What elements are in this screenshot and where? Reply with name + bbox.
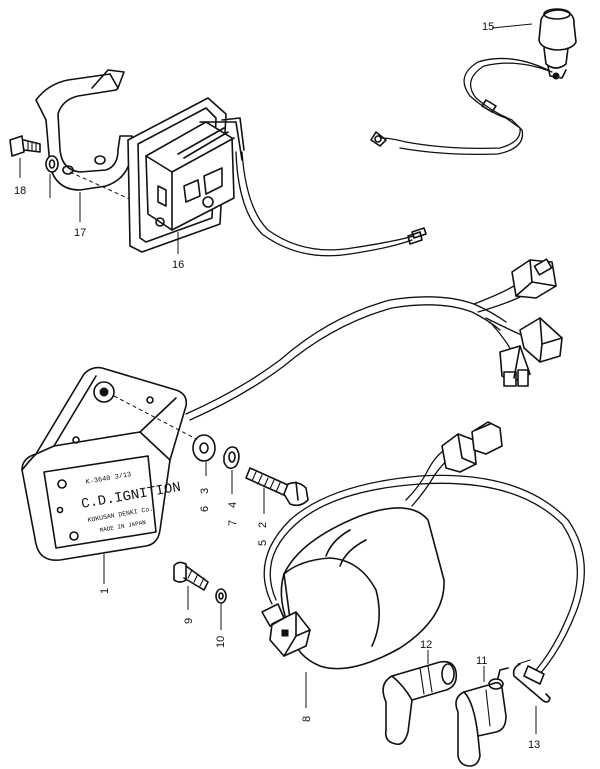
- callout-4: 4: [227, 502, 239, 508]
- callout-10: 10: [215, 636, 227, 648]
- switch-assembly: [370, 8, 577, 156]
- callout-17: 18: [14, 185, 26, 197]
- leader-lines: [19, 23, 537, 734]
- callout-16: 17: [74, 227, 86, 239]
- cdi-harness: [185, 258, 563, 421]
- callout-15: 16: [172, 259, 184, 271]
- callout-14: 15: [482, 21, 494, 33]
- clip-13: [512, 659, 551, 703]
- callout-6: 6: [199, 506, 211, 512]
- callout-13: 13: [528, 739, 540, 751]
- callout-numbers: 18 17 16 15 1 3 6 4 7 2 5 9 10 8 12 11 1…: [14, 21, 540, 751]
- cdi-unit: K-3640 3/13 C.D.IGNITION KOKUSAN DENKI C…: [21, 366, 199, 561]
- callout-2: 2: [257, 522, 269, 528]
- lock-washer: [223, 446, 240, 470]
- bolt: [245, 467, 309, 507]
- callout-1: 1: [99, 588, 111, 594]
- screw-17: [9, 135, 41, 157]
- washer-10: [215, 588, 227, 604]
- regulator-unit: [127, 97, 427, 257]
- ignition-coil: [261, 421, 585, 685]
- callout-3: 3: [199, 488, 211, 494]
- callout-7: 7: [227, 520, 239, 526]
- callout-12: 12: [420, 639, 432, 651]
- callout-8: 8: [301, 716, 313, 722]
- flat-washer: [192, 434, 216, 462]
- mounting-bracket: [35, 69, 137, 203]
- screw-9: [173, 561, 209, 591]
- callout-9: 9: [183, 618, 195, 624]
- plug-cap-11: [455, 667, 509, 767]
- callout-5: 5: [257, 540, 269, 546]
- callout-11: 11: [476, 655, 487, 667]
- washer-18: [45, 155, 59, 173]
- plug-cap-12: [382, 660, 458, 746]
